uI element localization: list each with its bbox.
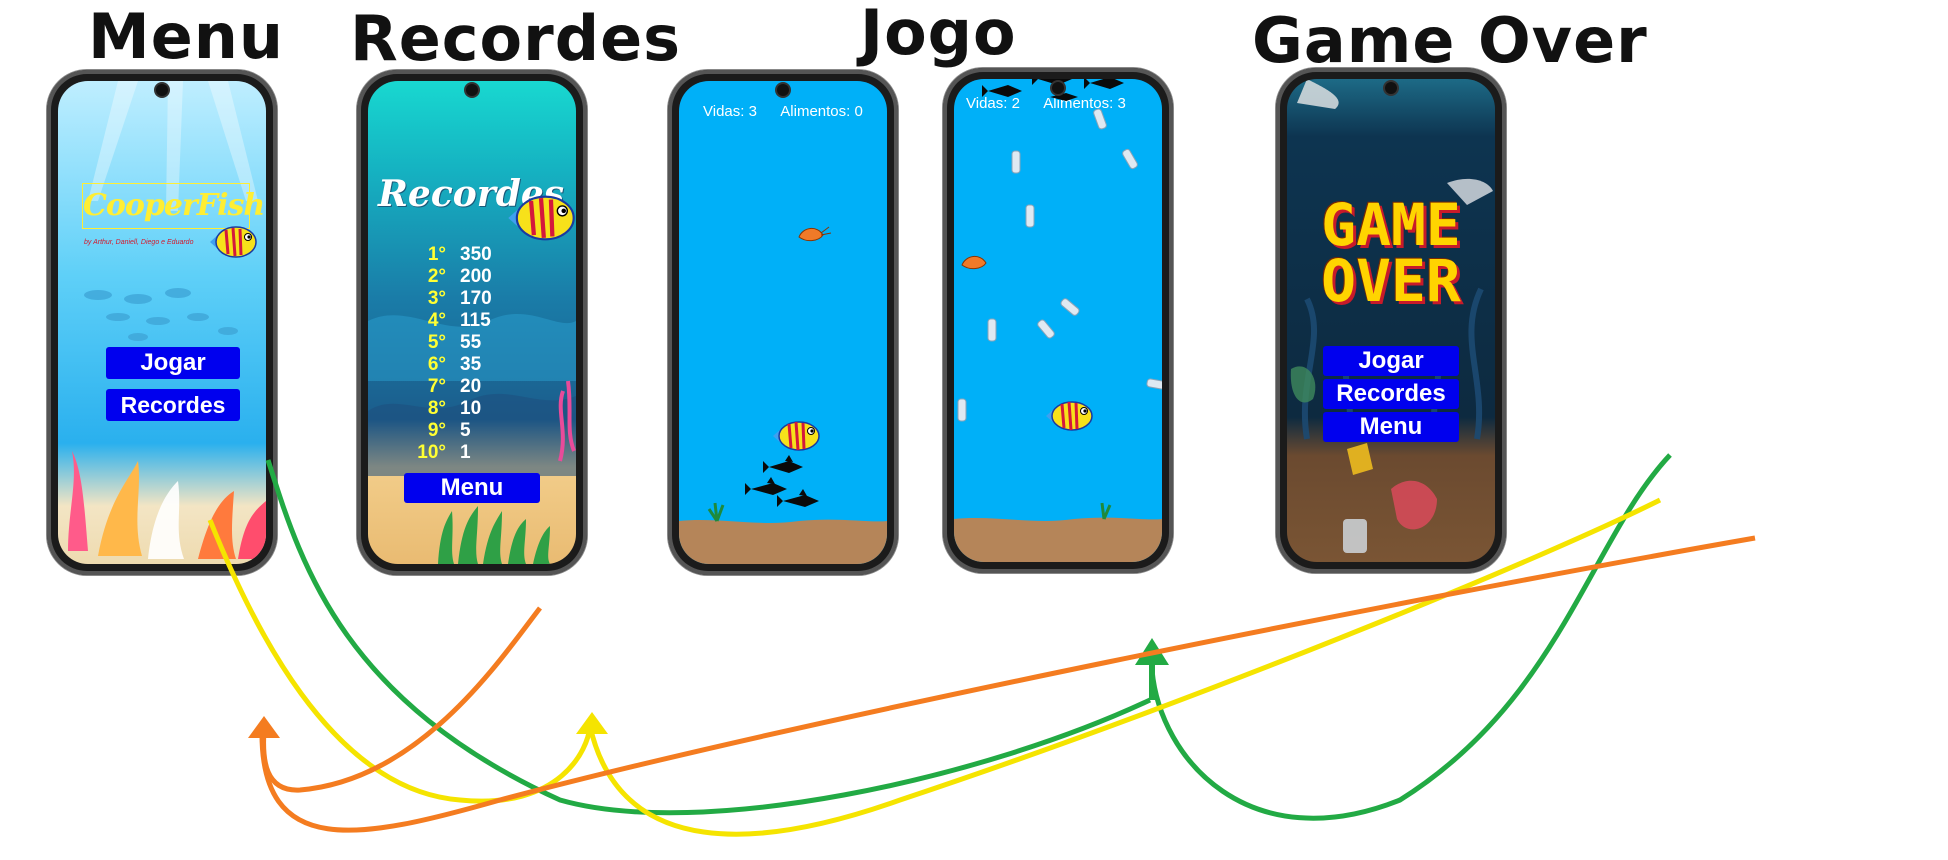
record-score: 55 — [460, 332, 482, 353]
records-screen: Recordes 1°350 2°200 3°170 4°115 5°55 6°… — [368, 81, 576, 564]
record-row: 5° 55 — [408, 332, 492, 354]
menu-play-button[interactable]: Jogar — [106, 347, 240, 379]
game-over-background — [1290, 79, 1493, 553]
record-position: 8° — [427, 398, 446, 419]
record-row: 8° 10 — [408, 398, 492, 420]
phone-recordes: Recordes 1°350 2°200 3°170 4°115 5°55 6°… — [357, 70, 587, 575]
record-score: 200 — [460, 266, 492, 287]
record-row: 6° 35 — [408, 354, 492, 376]
camera-icon — [1052, 82, 1064, 94]
menu-background — [68, 81, 266, 559]
record-position: 6° — [427, 354, 446, 375]
game-over-play-button[interactable]: Jogar — [1323, 346, 1459, 376]
game-scene-1 — [679, 226, 887, 564]
menu-records-button[interactable]: Recordes — [106, 389, 240, 421]
records-list: 1° 350 2° 200 3° 170 4° 115 5° 55 6° 35 7° 20 8… — [408, 244, 492, 464]
arrow-head-records — [576, 712, 608, 734]
phone-game-2: Vidas: 2 Alimentos: 3 — [943, 68, 1173, 573]
arrow-menu-records-to-records — [207, 519, 593, 804]
record-row: 1° 350 — [408, 244, 492, 266]
phone-game-over: GAME OVER Jogar Recordes Menu — [1276, 68, 1506, 573]
record-row: 3° 170 — [408, 288, 492, 310]
phone-menu: CooperFish by Arthur, Daniell, Diego e E… — [47, 70, 277, 575]
record-score: 35 — [460, 354, 482, 375]
arrow-gameover-play-to-game — [1149, 453, 1672, 821]
section-title-jogo: Jogo — [860, 0, 1017, 69]
arrow-gameover-records-to-records — [587, 497, 1662, 837]
menu-screen: CooperFish by Arthur, Daniell, Diego e E… — [58, 81, 266, 564]
game-hud: Vidas: 3 Alimentos: 0 — [703, 103, 883, 120]
camera-icon — [156, 84, 168, 96]
record-row: 2° 200 — [408, 266, 492, 288]
record-row: 7° 20 — [408, 376, 492, 398]
arrow-menu-play-to-game — [265, 459, 1152, 816]
record-position: 2° — [427, 266, 446, 287]
game-over-menu-button[interactable]: Menu — [1323, 412, 1459, 442]
record-score: 170 — [460, 288, 492, 309]
section-title-game-over: Game Over — [1252, 4, 1648, 77]
record-position: 3° — [427, 288, 446, 309]
game-screen-2: Vidas: 2 Alimentos: 3 — [954, 79, 1162, 562]
records-background — [368, 313, 576, 564]
record-row: 9° 5 — [408, 420, 492, 442]
record-position: 7° — [427, 376, 446, 397]
food-counter: Alimentos: 0 — [780, 103, 863, 120]
record-row: 10° 1 — [408, 442, 492, 464]
game-over-banner: GAME OVER — [1287, 191, 1495, 315]
record-position: 1° — [427, 244, 446, 265]
section-title-menu: Menu — [88, 0, 285, 73]
camera-icon — [777, 84, 789, 96]
game-scene-2 — [954, 79, 1162, 562]
record-score: 115 — [460, 310, 491, 331]
records-menu-button[interactable]: Menu — [404, 473, 540, 503]
yellow-fish-icon — [210, 226, 257, 258]
lives-counter: Vidas: 3 — [703, 103, 757, 120]
record-position: 5° — [427, 332, 446, 353]
menu-byline: by Arthur, Daniell, Diego e Eduardo — [84, 239, 194, 246]
phone-game-1: Vidas: 3 Alimentos: 0 — [668, 70, 898, 575]
record-score: 1 — [460, 442, 471, 463]
game-screen-1: Vidas: 3 Alimentos: 0 — [679, 81, 887, 564]
game-over-line1: GAME — [1321, 191, 1461, 259]
record-position: 10° — [417, 442, 446, 463]
record-position: 4° — [427, 310, 446, 331]
arrow-gameover-menu-to-menu — [259, 535, 1756, 833]
game-over-line2: OVER — [1321, 247, 1461, 315]
record-score: 350 — [460, 244, 492, 265]
record-score: 20 — [460, 376, 482, 397]
arrow-head-menu — [248, 716, 280, 738]
camera-icon — [466, 84, 478, 96]
record-position: 9° — [427, 420, 446, 441]
lives-counter: Vidas: 2 — [966, 95, 1020, 112]
camera-icon — [1385, 82, 1397, 94]
section-title-recordes: Recordes — [350, 2, 682, 75]
record-score: 5 — [460, 420, 471, 441]
game-over-screen: GAME OVER Jogar Recordes Menu — [1287, 79, 1495, 562]
record-score: 10 — [460, 398, 482, 419]
cooperfish-logo-text: CooperFish — [83, 188, 265, 223]
cooperfish-logo: CooperFish — [82, 183, 265, 229]
game-over-records-button[interactable]: Recordes — [1323, 379, 1459, 409]
yellow-fish-icon — [508, 195, 575, 241]
record-row: 4° 115 — [408, 310, 492, 332]
